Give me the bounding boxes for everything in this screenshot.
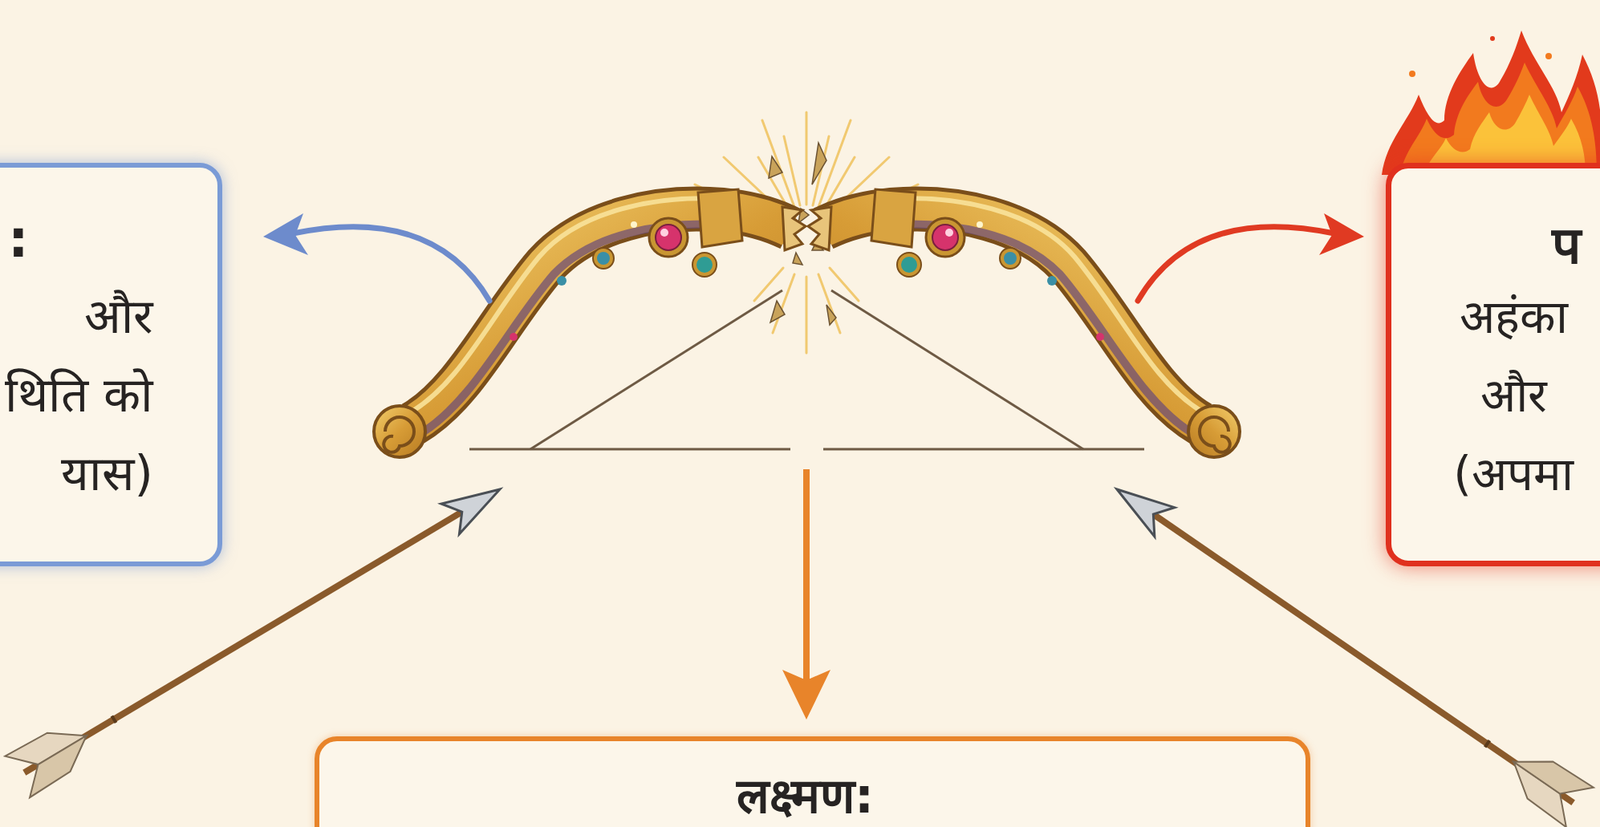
box-body: अहंका और (अपमा — [1433, 277, 1594, 514]
bow-half — [373, 189, 806, 458]
character-box: लक्ष्मण: — [314, 736, 1311, 827]
pointer-arrow — [782, 469, 831, 720]
box-body: और थिति को यास) — [4, 276, 154, 513]
box-heading: : — [8, 207, 29, 272]
pointer-arrow — [263, 213, 490, 301]
fire — [1381, 30, 1600, 175]
pointer-arrow — [1137, 213, 1365, 301]
box-heading: लक्ष्मण: — [319, 768, 1292, 824]
character-box: :और थिति को यास) — [0, 162, 223, 567]
character-box: पअहंका और (अपमा — [1385, 162, 1600, 567]
box-heading: प — [1551, 213, 1581, 278]
